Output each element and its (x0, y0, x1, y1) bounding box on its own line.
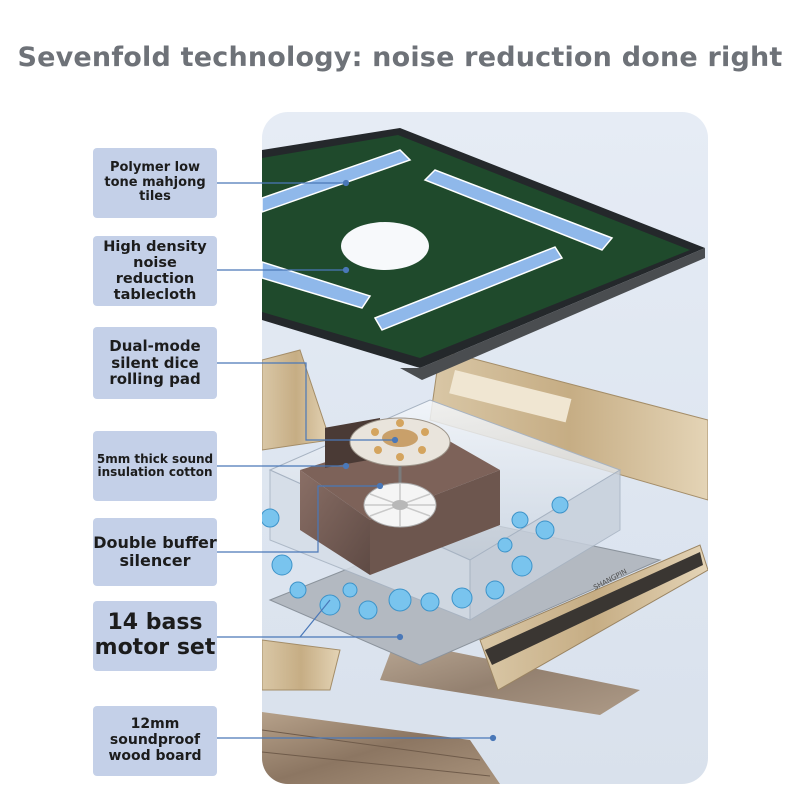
label-dice-pad: Dual-mode silent dice rolling pad (93, 327, 217, 399)
center-opening (341, 222, 429, 270)
label-tablecloth: High density noise reduction tablecloth (93, 236, 217, 306)
motor-set (262, 496, 569, 620)
tabletop (262, 128, 705, 380)
label-buffer-silencer: Double buffer silencer (93, 518, 217, 586)
label-motor-set: 14 bass motor set (93, 601, 217, 671)
label-wood-board: 12mm soundproof wood board (93, 706, 217, 776)
label-mahjong-tiles: Polymer low tone mahjong tiles (93, 148, 217, 218)
label-insulation-cotton: 5mm thick sound insulation cotton (93, 431, 217, 501)
mahjong-tile-rows (262, 149, 614, 331)
page-title: Sevenfold technology: noise reduction do… (17, 42, 783, 73)
